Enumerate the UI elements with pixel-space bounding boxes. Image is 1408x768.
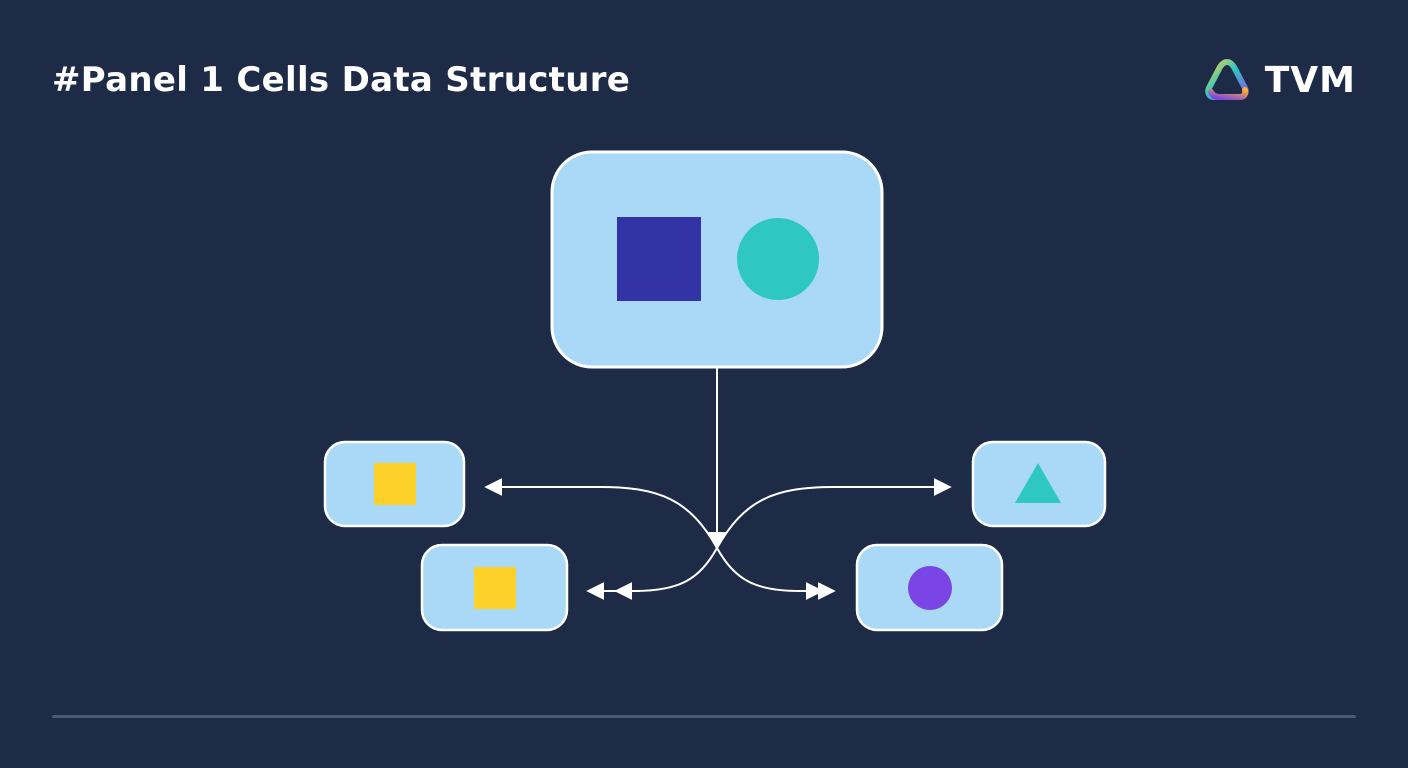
purple-circle-shape [908, 566, 952, 610]
edge-to-right-top [716, 478, 952, 549]
edge-to-left-bottom [586, 547, 718, 600]
child-node-left-bottom [420, 543, 569, 632]
brand: TVM [1203, 56, 1356, 104]
edge-to-left-top [484, 478, 718, 549]
brand-name: TVM [1264, 59, 1356, 101]
teal-triangle-shape [1015, 463, 1061, 503]
footer-divider [52, 715, 1356, 718]
edges [484, 368, 952, 600]
root-square-shape [617, 217, 701, 301]
tvm-triangle-logo-icon [1204, 59, 1249, 100]
child-node-left-top [323, 440, 466, 528]
yellow-square-shape [374, 463, 416, 505]
page-title: #Panel 1 Cells Data Structure [52, 60, 631, 100]
child-node-right-bottom [855, 543, 1004, 632]
root-node [550, 150, 884, 369]
child-node-right-top [971, 440, 1107, 528]
yellow-square-shape [474, 567, 516, 609]
root-circle-shape [737, 218, 819, 300]
edge-to-right-bottom [716, 547, 836, 600]
